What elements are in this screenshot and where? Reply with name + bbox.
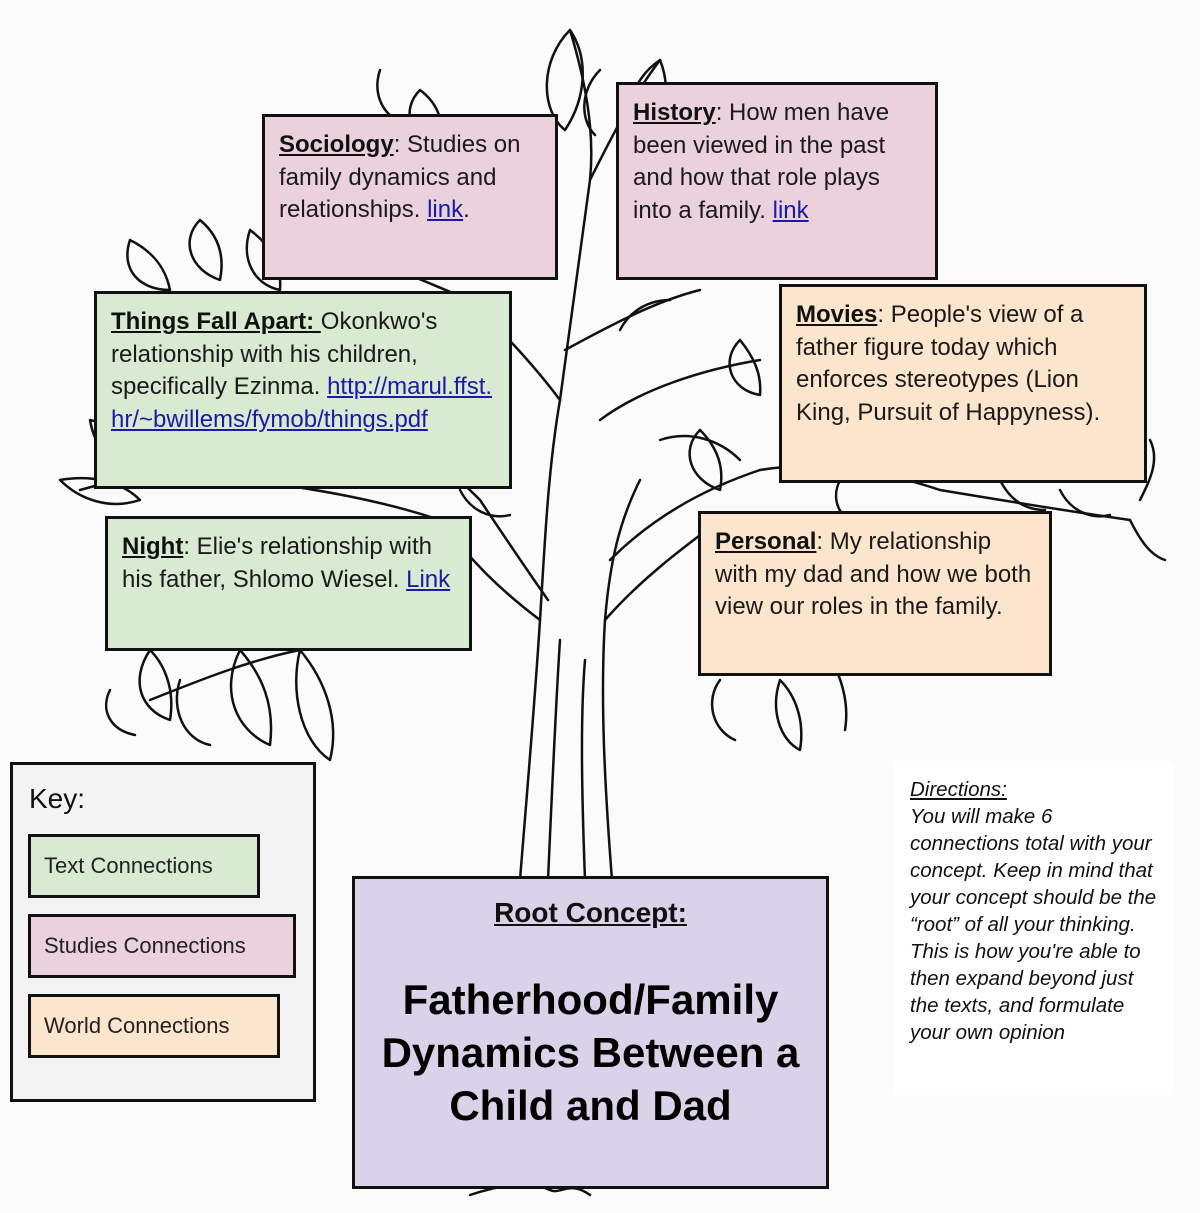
legend-key: Key: Text Connections Studies Connection… bbox=[10, 762, 316, 1102]
sociology-text: : Studies on family dynamics and relatio… bbox=[279, 131, 521, 223]
directions-title: Directions: bbox=[910, 778, 1007, 801]
legend-item-world-connections: World Connections bbox=[28, 994, 280, 1058]
night-text: : Elie's relationship with his father, S… bbox=[122, 533, 433, 593]
legend-item-text-connections: Text Connections bbox=[28, 834, 260, 898]
personal-text: : My relationship with my dad and how we… bbox=[715, 528, 1032, 620]
sociology-link[interactable]: link bbox=[427, 196, 464, 223]
history-connection-box: History: How men have been viewed in the… bbox=[616, 82, 938, 280]
root-concept-label: Root Concept: bbox=[494, 897, 687, 928]
legend-item-studies-connections: Studies Connections bbox=[28, 914, 296, 978]
things-fall-apart-link[interactable]: http://marul.ffst.hr/~bwillems/fymob/thi… bbox=[111, 373, 493, 433]
history-link[interactable]: link bbox=[772, 196, 809, 224]
movies-text: : People's view of a father figure today… bbox=[796, 301, 1101, 426]
directions-panel: Directions: You will make 6 connections … bbox=[893, 762, 1175, 1095]
things-fall-apart-connection-box: Things Fall Apart: Okonkwo's relationshi… bbox=[94, 291, 512, 489]
history-text: : How men have been viewed in the past a… bbox=[633, 99, 890, 224]
movies-connection-box: Movies: People's view of a father figure… bbox=[779, 284, 1147, 483]
legend-title: Key: bbox=[29, 783, 86, 814]
night-connection-box: Night: Elie's relationship with his fath… bbox=[105, 516, 472, 651]
legend-item-label: World Connections bbox=[44, 1013, 230, 1038]
history-heading: History bbox=[633, 99, 716, 126]
sociology-after: . bbox=[463, 196, 470, 223]
night-link[interactable]: Link bbox=[406, 565, 451, 593]
root-concept-box: Root Concept: Fatherhood/Family Dynamics… bbox=[352, 876, 829, 1189]
root-concept-title: Fatherhood/Family Dynamics Between a Chi… bbox=[381, 976, 800, 1129]
sociology-connection-box: Sociology: Studies on family dynamics an… bbox=[262, 114, 558, 280]
night-heading: Night bbox=[122, 533, 184, 560]
legend-item-label: Studies Connections bbox=[44, 933, 246, 958]
things-fall-apart-text: Okonkwo's relationship with his children… bbox=[111, 308, 438, 400]
legend-item-label: Text Connections bbox=[44, 853, 213, 878]
personal-connection-box: Personal: My relationship with my dad an… bbox=[698, 511, 1052, 676]
directions-text: You will make 6 connections total with y… bbox=[910, 805, 1157, 1044]
personal-heading: Personal bbox=[715, 528, 817, 555]
movies-heading: Movies bbox=[796, 301, 878, 328]
sociology-heading: Sociology bbox=[279, 131, 394, 158]
things-fall-apart-heading: Things Fall Apart: bbox=[111, 308, 321, 335]
